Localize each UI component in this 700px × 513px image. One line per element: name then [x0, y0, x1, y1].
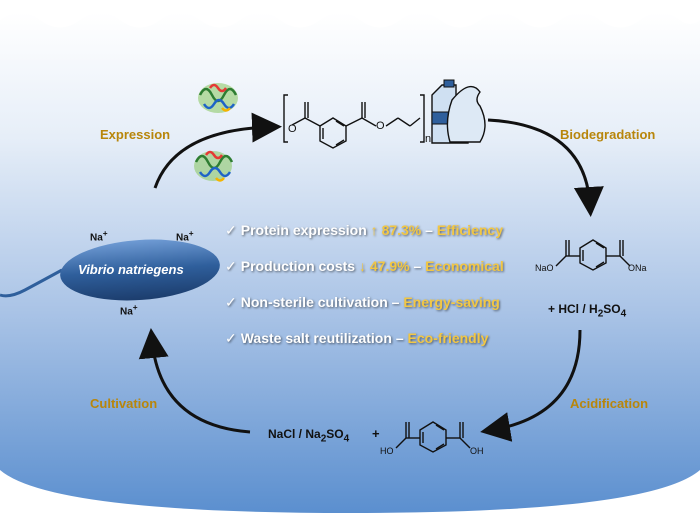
acidification-label: Acidification — [570, 396, 649, 411]
biodegradation-label: Biodegradation — [560, 127, 656, 142]
cultivation-arrow — [138, 328, 251, 434]
vibrio-bacterium — [60, 239, 220, 301]
feature-production-costs: ✓Production costs ↓ 47.9% – Economical — [225, 258, 504, 274]
acidification-arrow — [480, 329, 582, 442]
acid-reagent: + HCl / H2SO4 — [548, 302, 627, 320]
plastic-waste-icon — [431, 79, 486, 144]
polymer-oxygen-label: O — [288, 123, 297, 135]
polymer-oxygen-label: O — [376, 120, 385, 132]
salt-byproduct: NaCl / Na2SO4 — [268, 427, 350, 445]
terephthalic-acid-structure — [395, 421, 471, 453]
protein-structure-icon-2 — [194, 150, 234, 182]
protein-structure-icon — [198, 83, 238, 113]
biodegradation-arrow — [487, 118, 604, 217]
sodium-oxide-label: NaO — [535, 263, 554, 273]
plus-sign: + — [372, 426, 380, 441]
expression-label: Expression — [100, 127, 171, 142]
organism-name: Vibrio natriegens — [78, 262, 184, 277]
sodium-ion: Na+ — [176, 228, 194, 244]
flagellum — [0, 268, 63, 298]
sodium-ion: Na+ — [120, 302, 138, 318]
polymer-repeat-n: n — [425, 133, 432, 145]
disodium-terephthalate-structure — [555, 239, 631, 271]
sodium-oxide-label: ONa — [628, 263, 647, 273]
feature-non-sterile-cultivation: ✓Non-sterile cultivation – Energy-saving — [225, 294, 500, 310]
feature-protein-expression: ✓Protein expression ↑ 87.3% – Efficiency — [225, 222, 503, 238]
cultivation-label: Cultivation — [90, 396, 158, 411]
pet-polymer-structure — [283, 94, 425, 149]
hydroxyl-label: HO — [380, 446, 394, 456]
hydroxyl-label: OH — [470, 446, 484, 456]
expression-arrow — [153, 112, 282, 189]
background-wave-shape — [0, 12, 700, 513]
sodium-ion: Na+ — [90, 228, 108, 244]
feature-waste-salt-reutilization: ✓Waste salt reutilization – Eco-friendly — [225, 330, 489, 346]
